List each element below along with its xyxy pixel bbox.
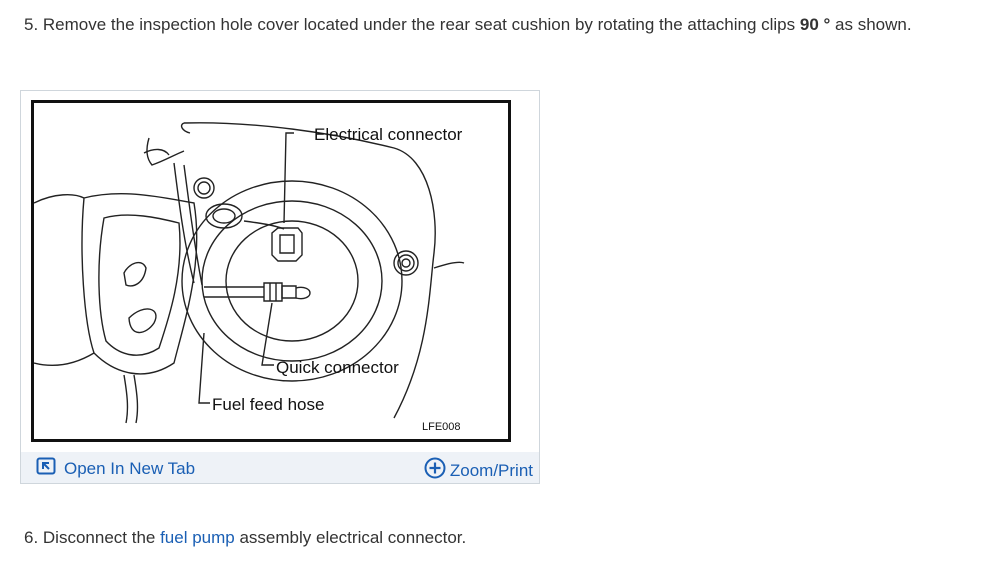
fuel-pump-illustration[interactable]: Electrical connector Quick connector Fue… [31, 100, 511, 442]
step-5-suffix: as shown. [830, 15, 912, 34]
step-5-text: 5. Remove the inspection hole cover loca… [24, 14, 912, 36]
label-quick-connector: Quick connector [276, 358, 399, 377]
step-5-prefix: 5. Remove the inspection hole cover loca… [24, 15, 800, 34]
illustration-drawing [34, 122, 465, 424]
step-5-angle: 90 ° [799, 15, 831, 34]
open-in-new-tab-button[interactable]: Open In New Tab [36, 457, 195, 480]
figure-action-bar: Open In New Tab Zoom/Print [21, 452, 539, 483]
step-6-text: 6. Disconnect the fuel pump assembly ele… [24, 527, 466, 549]
label-electrical-connector: Electrical connector [314, 125, 463, 144]
open-in-new-tab-label: Open In New Tab [64, 458, 196, 478]
step-6-suffix: assembly electrical connector. [234, 528, 467, 547]
zoom-print-button[interactable]: Zoom/Print [424, 457, 533, 484]
open-in-new-tab-icon [36, 457, 56, 480]
figure-container: Electrical connector Quick connector Fue… [20, 90, 540, 484]
zoom-print-label: Zoom/Print [449, 460, 533, 480]
label-fuel-feed-hose: Fuel feed hose [212, 395, 325, 414]
fuel-pump-link[interactable]: fuel pump [160, 528, 235, 547]
figure-code: LFE008 [422, 421, 461, 433]
step-6-prefix: 6. Disconnect the [24, 528, 161, 547]
plus-circle-icon [424, 457, 446, 484]
